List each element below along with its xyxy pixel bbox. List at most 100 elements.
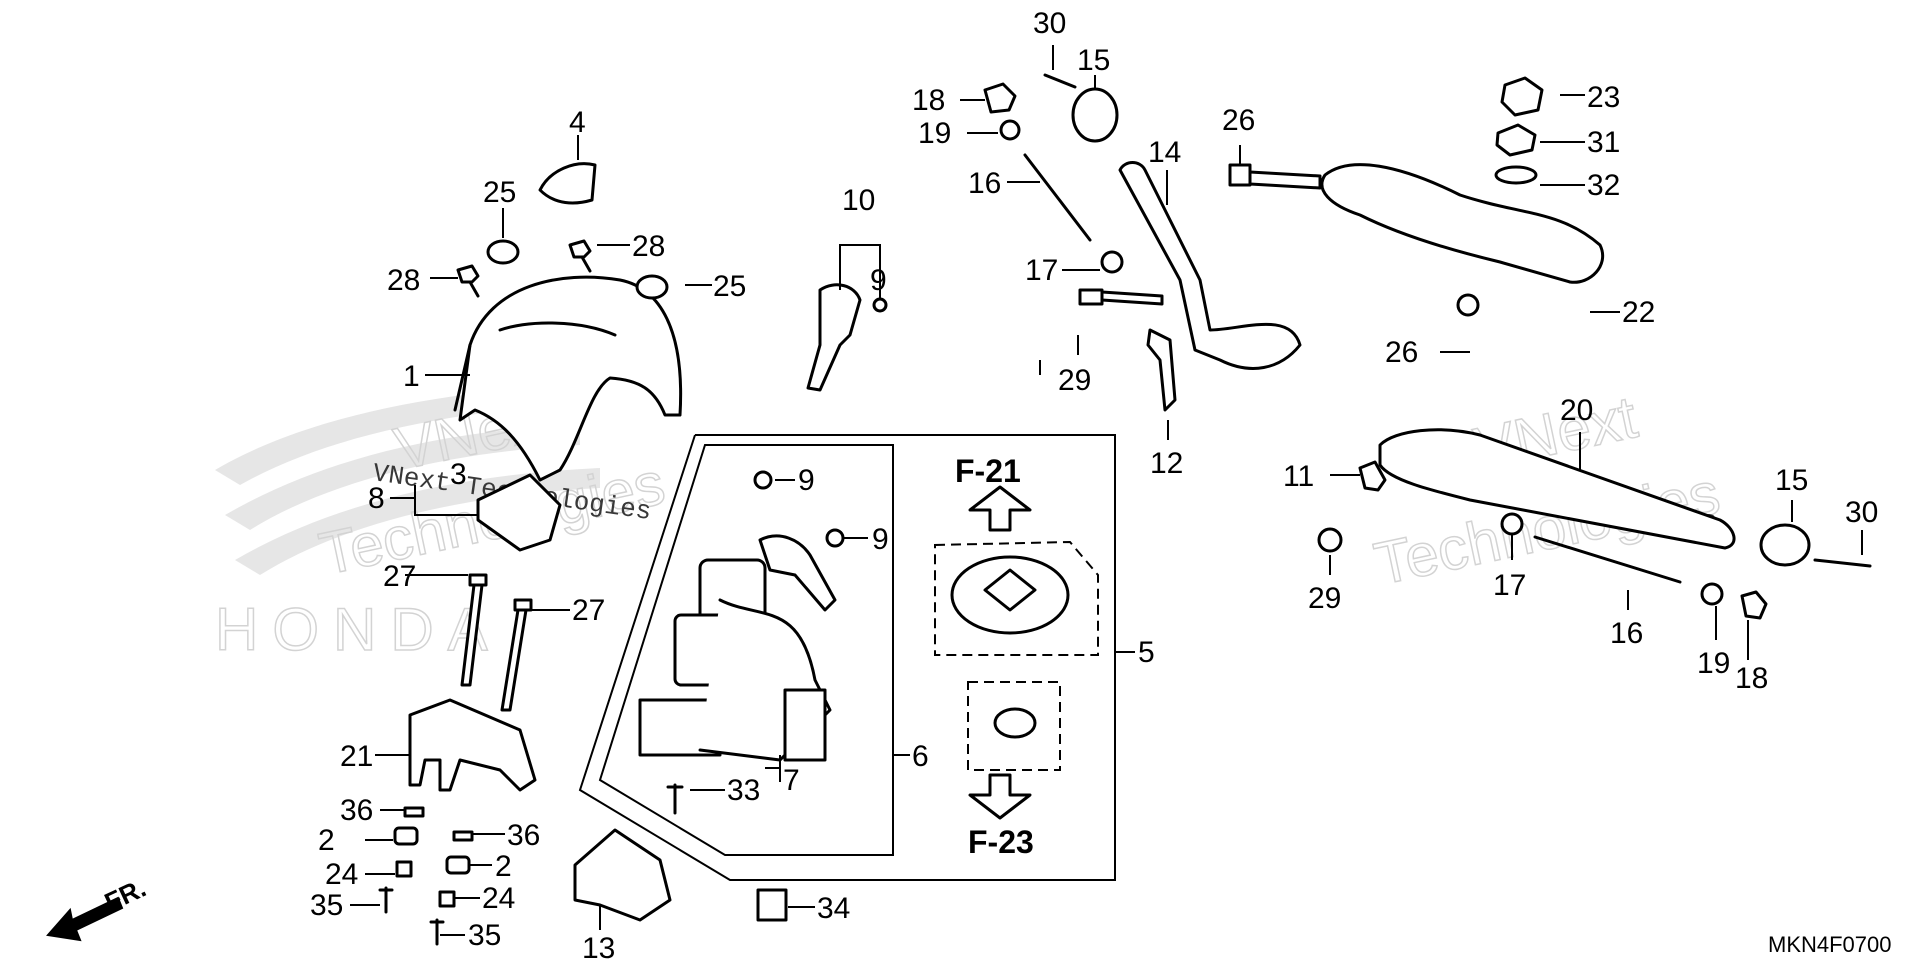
screw-part-lower-right	[429, 918, 445, 946]
callout-26-lower: 26	[1385, 336, 1418, 369]
reference-arrow-down-icon	[968, 773, 1032, 820]
bracket-part-left	[1146, 328, 1177, 412]
callout-4: 4	[569, 106, 586, 139]
callout-30-top: 30	[1033, 7, 1066, 40]
callout-1: 1	[403, 360, 420, 393]
callout-3: 3	[450, 458, 467, 491]
collar-part-top	[983, 82, 1017, 114]
weight-shaft-part-top	[1023, 153, 1092, 242]
grommet-part-left	[486, 239, 520, 265]
callout-19-right: 19	[1697, 647, 1730, 680]
callout-35-left: 35	[310, 889, 343, 922]
callout-9-upper: 9	[798, 464, 815, 497]
emblem-part	[538, 162, 597, 205]
callout-16-top: 16	[968, 167, 1001, 200]
pipe-bolt-part-top	[1043, 73, 1077, 89]
callout-2-right: 2	[495, 850, 512, 883]
lock-cylinder-part	[993, 707, 1037, 739]
cap-part-right	[438, 890, 456, 908]
callout-8: 8	[368, 482, 385, 515]
callout-32: 32	[1587, 169, 1620, 202]
handlebar-part-left	[1118, 161, 1302, 370]
assembly-outline-set	[578, 434, 1116, 881]
callout-25-left: 25	[483, 176, 516, 209]
callout-28-left: 28	[387, 264, 420, 297]
key-part	[806, 283, 862, 392]
bracket-part-right	[1358, 460, 1387, 492]
nut-part-top	[999, 119, 1021, 141]
callout-24-right: 24	[482, 882, 515, 915]
stem-nut-part	[1495, 123, 1537, 157]
bridge-bolt-part	[1456, 293, 1480, 317]
grommet-part-right	[635, 274, 669, 300]
bolt-part-right-lower	[1317, 527, 1343, 553]
callout-30-right: 30	[1845, 496, 1878, 529]
callout-17-right: 17	[1493, 569, 1526, 602]
callout-36-right: 36	[507, 819, 540, 852]
callout-33: 33	[727, 774, 760, 807]
fuel-cap-emblem	[983, 568, 1037, 612]
screw-part-left	[456, 264, 480, 298]
nut-part-right	[1700, 582, 1724, 606]
callout-15-top: 15	[1077, 44, 1110, 77]
callout-9-key: 9	[870, 264, 887, 297]
callout-2-left: 2	[318, 824, 335, 857]
collar-part-right	[1740, 590, 1768, 620]
ignition-switch-part	[638, 558, 832, 762]
connector-part	[756, 888, 788, 922]
callout-7: 7	[783, 764, 800, 797]
pipe-weight-part-top	[1071, 87, 1119, 143]
callout-31: 31	[1587, 126, 1620, 159]
stem-nut-cap-part	[1500, 76, 1544, 117]
bolt-part-right	[500, 598, 533, 712]
reference-label-lower: F-23	[968, 824, 1034, 860]
ignition-nut-part-side	[825, 528, 845, 548]
front-arrow-icon	[46, 896, 124, 942]
ignition-nut-part-top	[753, 470, 773, 490]
callout-27-left: 27	[383, 560, 416, 593]
leader-lines	[350, 45, 1863, 936]
callout-20: 20	[1560, 394, 1593, 427]
bolt-part-left	[460, 573, 488, 687]
callout-6: 6	[912, 740, 929, 773]
bolt-part-upper-right	[1228, 163, 1322, 190]
callout-13: 13	[582, 932, 615, 960]
spring-part-right	[445, 855, 471, 875]
callout-11: 11	[1283, 460, 1314, 493]
screw-part-lower-left	[378, 886, 394, 914]
spring-part-left	[393, 826, 419, 846]
pipe-bolt-part-right	[1813, 558, 1872, 568]
drawing-code: MKN4F0700	[1768, 932, 1892, 957]
callout-23: 23	[1587, 81, 1620, 114]
bolt-part-upper-mid	[1078, 288, 1164, 306]
callout-10: 10	[842, 184, 875, 217]
callout-14: 14	[1148, 136, 1181, 169]
washer-part-left	[403, 806, 425, 818]
callout-29-right: 29	[1308, 582, 1341, 615]
washer-part-right	[452, 830, 474, 842]
cover-bracket-part	[476, 473, 562, 552]
callout-18-right: 18	[1735, 662, 1768, 695]
callout-26-top: 26	[1222, 104, 1255, 137]
callout-numbers: 30 15 18 19 16 17 14 29 12 26 23 31 32 2…	[310, 7, 1878, 965]
screw-part-right	[568, 239, 592, 273]
ignition-screw-part	[666, 783, 684, 815]
top-bridge-part	[1320, 163, 1605, 284]
cap-part-left	[395, 860, 413, 878]
reference-label-upper: F-21	[955, 453, 1021, 489]
callout-5: 5	[1138, 636, 1155, 669]
callout-12: 12	[1150, 447, 1183, 480]
weight-shaft-part-right	[1533, 535, 1682, 584]
lock-reference-box	[967, 681, 1061, 771]
callout-15-right: 15	[1775, 464, 1808, 497]
reference-arrow-up-icon	[968, 485, 1032, 532]
callout-34: 34	[817, 892, 850, 925]
ignition-key-part	[758, 534, 837, 612]
callout-29-top: 29	[1058, 364, 1091, 397]
callout-19-top: 19	[918, 117, 951, 150]
shaft-nut-part-top	[1100, 250, 1124, 274]
callout-18-top: 18	[912, 84, 945, 117]
brand-watermark-text: HONDA	[215, 596, 502, 663]
shaft-nut-part-right	[1500, 512, 1524, 536]
